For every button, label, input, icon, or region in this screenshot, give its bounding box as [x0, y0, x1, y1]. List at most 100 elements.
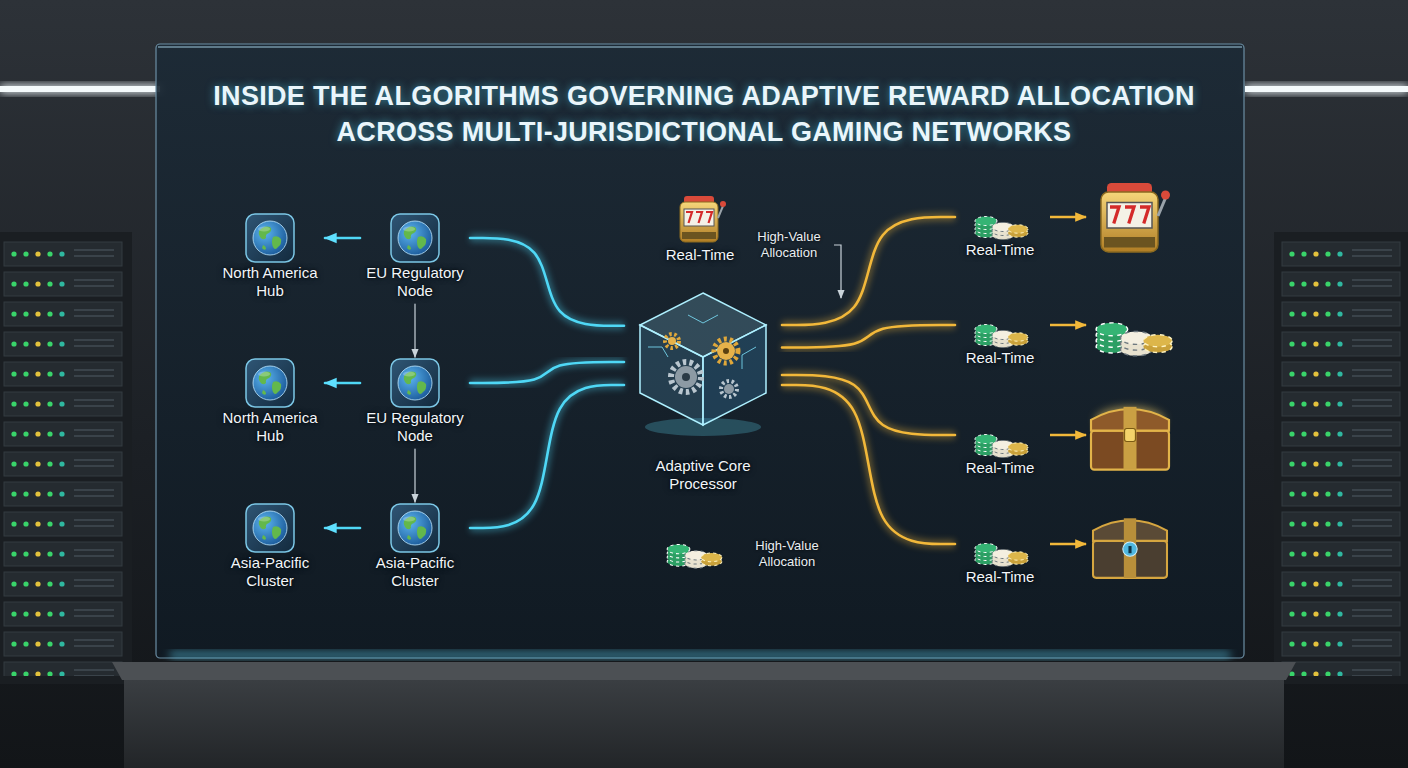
connector-glow	[470, 385, 624, 528]
node-label: Real-Time	[959, 349, 1041, 367]
connector-line	[782, 385, 955, 544]
ceiling-light-glow	[0, 85, 160, 93]
connector	[470, 238, 624, 326]
output-arrow	[1050, 216, 1086, 219]
callout-label: High-Value Allocation	[745, 538, 829, 570]
panel-glow	[170, 652, 1230, 658]
connector-glow	[470, 362, 624, 383]
output-arrow	[1050, 434, 1086, 437]
cluster-tile: Asia-Pacific Cluster	[215, 502, 325, 594]
node-label: North America Hub	[219, 264, 321, 300]
core-processor: Adaptive Core Processor	[624, 285, 782, 497]
connector	[415, 304, 416, 357]
regulatory-node: EU Regulatory Node	[360, 357, 470, 449]
node-icon	[674, 194, 726, 246]
connector-line	[325, 237, 360, 240]
connector-line	[470, 385, 624, 528]
realtime-feed: Real-Time	[650, 194, 750, 268]
node-icon	[628, 285, 778, 457]
node-icon	[970, 522, 1030, 568]
cluster-tile: Asia-Pacific Cluster	[360, 502, 470, 594]
node-label: Asia-Pacific Cluster	[364, 554, 466, 590]
chip-pile-icon	[1096, 323, 1172, 356]
server-rack	[0, 232, 132, 684]
icon-graphic	[975, 544, 1028, 567]
connector-line	[782, 325, 955, 348]
connector	[470, 362, 624, 383]
connector	[782, 325, 955, 348]
ceiling-light	[0, 86, 160, 92]
leader-line	[834, 245, 841, 298]
panel-highlight	[158, 46, 1242, 48]
node-icon	[244, 502, 296, 554]
node-label: Asia-Pacific Cluster	[219, 554, 321, 590]
node-icon	[970, 195, 1030, 241]
connector-glow	[782, 385, 955, 544]
connectors	[325, 217, 955, 544]
realtime-output: Real-Time	[955, 195, 1045, 263]
node-label: EU Regulatory Node	[364, 264, 466, 300]
ceiling-light	[1245, 86, 1408, 92]
node-label: Adaptive Core Processor	[628, 457, 778, 493]
node-label: North America Hub	[219, 409, 321, 445]
pedestal-top	[112, 662, 1296, 680]
node-label: Real-Time	[959, 459, 1041, 477]
hub-tile: North America Hub	[215, 212, 325, 304]
node-icon	[389, 212, 441, 264]
node-label: Real-Time	[959, 241, 1041, 259]
connector-glow	[325, 234, 360, 242]
realtime-output: Real-Time	[955, 413, 1045, 481]
connector-line	[470, 238, 624, 326]
connector-glow	[470, 238, 624, 326]
icon-graphic	[391, 214, 439, 262]
pedestal	[124, 680, 1284, 768]
icon-graphic	[975, 325, 1028, 348]
icon-graphic	[246, 504, 294, 552]
connector	[325, 383, 360, 384]
connector-line	[414, 304, 415, 357]
node-icon	[970, 303, 1030, 349]
realtime-output: Real-Time	[955, 303, 1045, 371]
chips-icon	[667, 544, 722, 568]
connector-line	[414, 449, 415, 502]
treasure-chest-icon	[1091, 407, 1169, 470]
connector-line	[325, 527, 360, 530]
server-rack	[1274, 232, 1408, 684]
node-icon	[244, 212, 296, 264]
regulatory-node: EU Regulatory Node	[360, 212, 470, 304]
connector-glow	[325, 524, 360, 532]
output-arrow	[1050, 324, 1086, 327]
icon-graphic	[246, 359, 294, 407]
icon-graphic	[391, 504, 439, 552]
icon-graphic	[640, 293, 766, 436]
ceiling-light-glow	[1245, 85, 1408, 93]
slot-machine-icon	[1101, 183, 1170, 252]
connector	[415, 449, 416, 502]
icon-graphic	[680, 196, 726, 242]
connector	[325, 528, 360, 529]
locked-chest-icon	[1093, 518, 1167, 578]
node-icon	[389, 357, 441, 409]
connector	[470, 385, 624, 528]
connector	[782, 385, 955, 544]
connector	[325, 238, 360, 239]
connector-line	[470, 362, 624, 383]
node-icon	[244, 357, 296, 409]
diagram-title: INSIDE THE ALGORITHMS GOVERNING ADAPTIVE…	[184, 78, 1224, 150]
icon-graphic	[975, 217, 1028, 240]
icon-graphic	[246, 214, 294, 262]
hub-tile: North America Hub	[215, 357, 325, 449]
node-icon	[970, 413, 1030, 459]
connector-glow	[782, 325, 955, 348]
realtime-output: Real-Time	[955, 522, 1045, 590]
icon-graphic	[391, 359, 439, 407]
connector-glow	[325, 379, 360, 387]
node-label: Real-Time	[959, 568, 1041, 586]
display-panel	[156, 44, 1244, 658]
node-label: Real-Time	[654, 246, 746, 264]
icon-graphic	[975, 435, 1028, 458]
node-label: EU Regulatory Node	[364, 409, 466, 445]
node-icon	[389, 502, 441, 554]
callout-label: High-Value Allocation	[748, 229, 830, 261]
